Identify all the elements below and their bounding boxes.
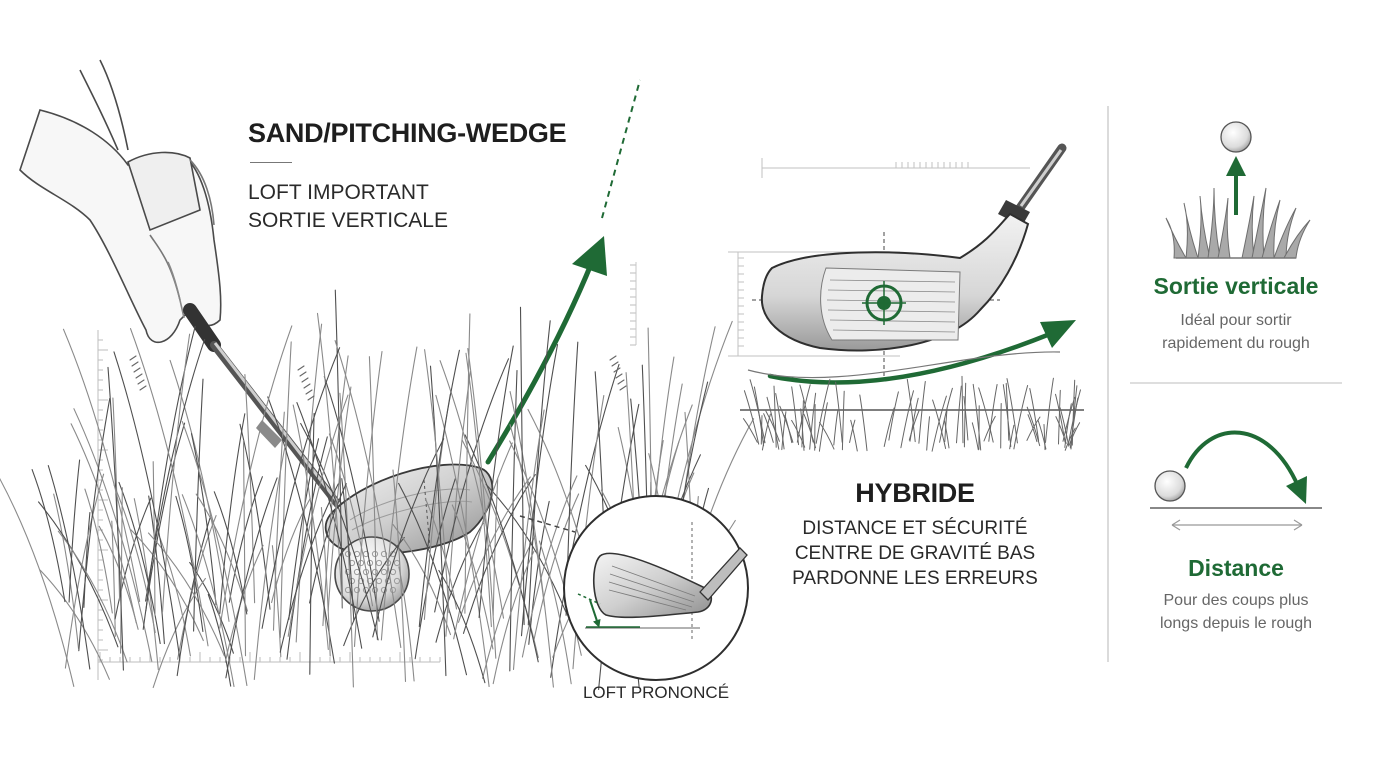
hybrid-line-2: CENTRE DE GRAVITÉ BAS	[794, 543, 1036, 564]
wedge-line-1: LOFT IMPORTANT	[248, 181, 429, 204]
wedge-arrow-head	[572, 236, 607, 276]
hybrid-trajectory-arrow	[767, 331, 1053, 385]
hybrid-title: HYBRIDE	[855, 478, 975, 508]
vertical-exit-icon	[1165, 121, 1311, 259]
distance-line-2: longs depuis le rough	[1159, 615, 1313, 632]
ruler-left	[97, 264, 636, 680]
vertical-exit-title: Sortie verticale	[1153, 273, 1319, 299]
trajectory-dashed-line	[601, 79, 641, 219]
loft-inset-caption: LOFT PRONONCÉ	[582, 683, 730, 702]
wedge-description: LOFT IMPORTANT SORTIE VERTICALE	[248, 179, 448, 235]
hybrid-line-3: PARDONNE LES ERREURS	[792, 568, 1038, 589]
wedge-club	[183, 303, 494, 555]
wedge-scene	[0, 59, 755, 691]
wedge-trajectory-arrow	[485, 259, 595, 465]
distance-title: Distance	[1188, 555, 1284, 581]
golfer-hand	[19, 59, 222, 344]
loft-inset	[519, 495, 749, 681]
distance-icon	[1150, 430, 1322, 531]
wedge-line-2: SORTIE VERTICALE	[248, 209, 448, 232]
vertical-exit-description: Idéal pour sortir rapidement du rough	[1120, 309, 1352, 355]
hybrid-description: DISTANCE ET SÉCURITÉ CENTRE DE GRAVITÉ B…	[770, 516, 1060, 591]
wedge-title-rule	[250, 162, 292, 163]
vertical-exit-line-2: rapidement du rough	[1162, 335, 1310, 352]
distance-line-1: Pour des coups plus	[1163, 592, 1309, 609]
center-of-gravity-target-icon	[862, 281, 906, 325]
hybrid-scene	[728, 143, 1084, 452]
wedge-title: SAND/PITCHING-WEDGE	[248, 118, 567, 148]
distance-description: Pour des coups plus longs depuis le roug…	[1120, 589, 1352, 635]
vertical-exit-line-1: Idéal pour sortir	[1180, 312, 1292, 329]
hybrid-line-1: DISTANCE ET SÉCURITÉ	[802, 518, 1028, 539]
